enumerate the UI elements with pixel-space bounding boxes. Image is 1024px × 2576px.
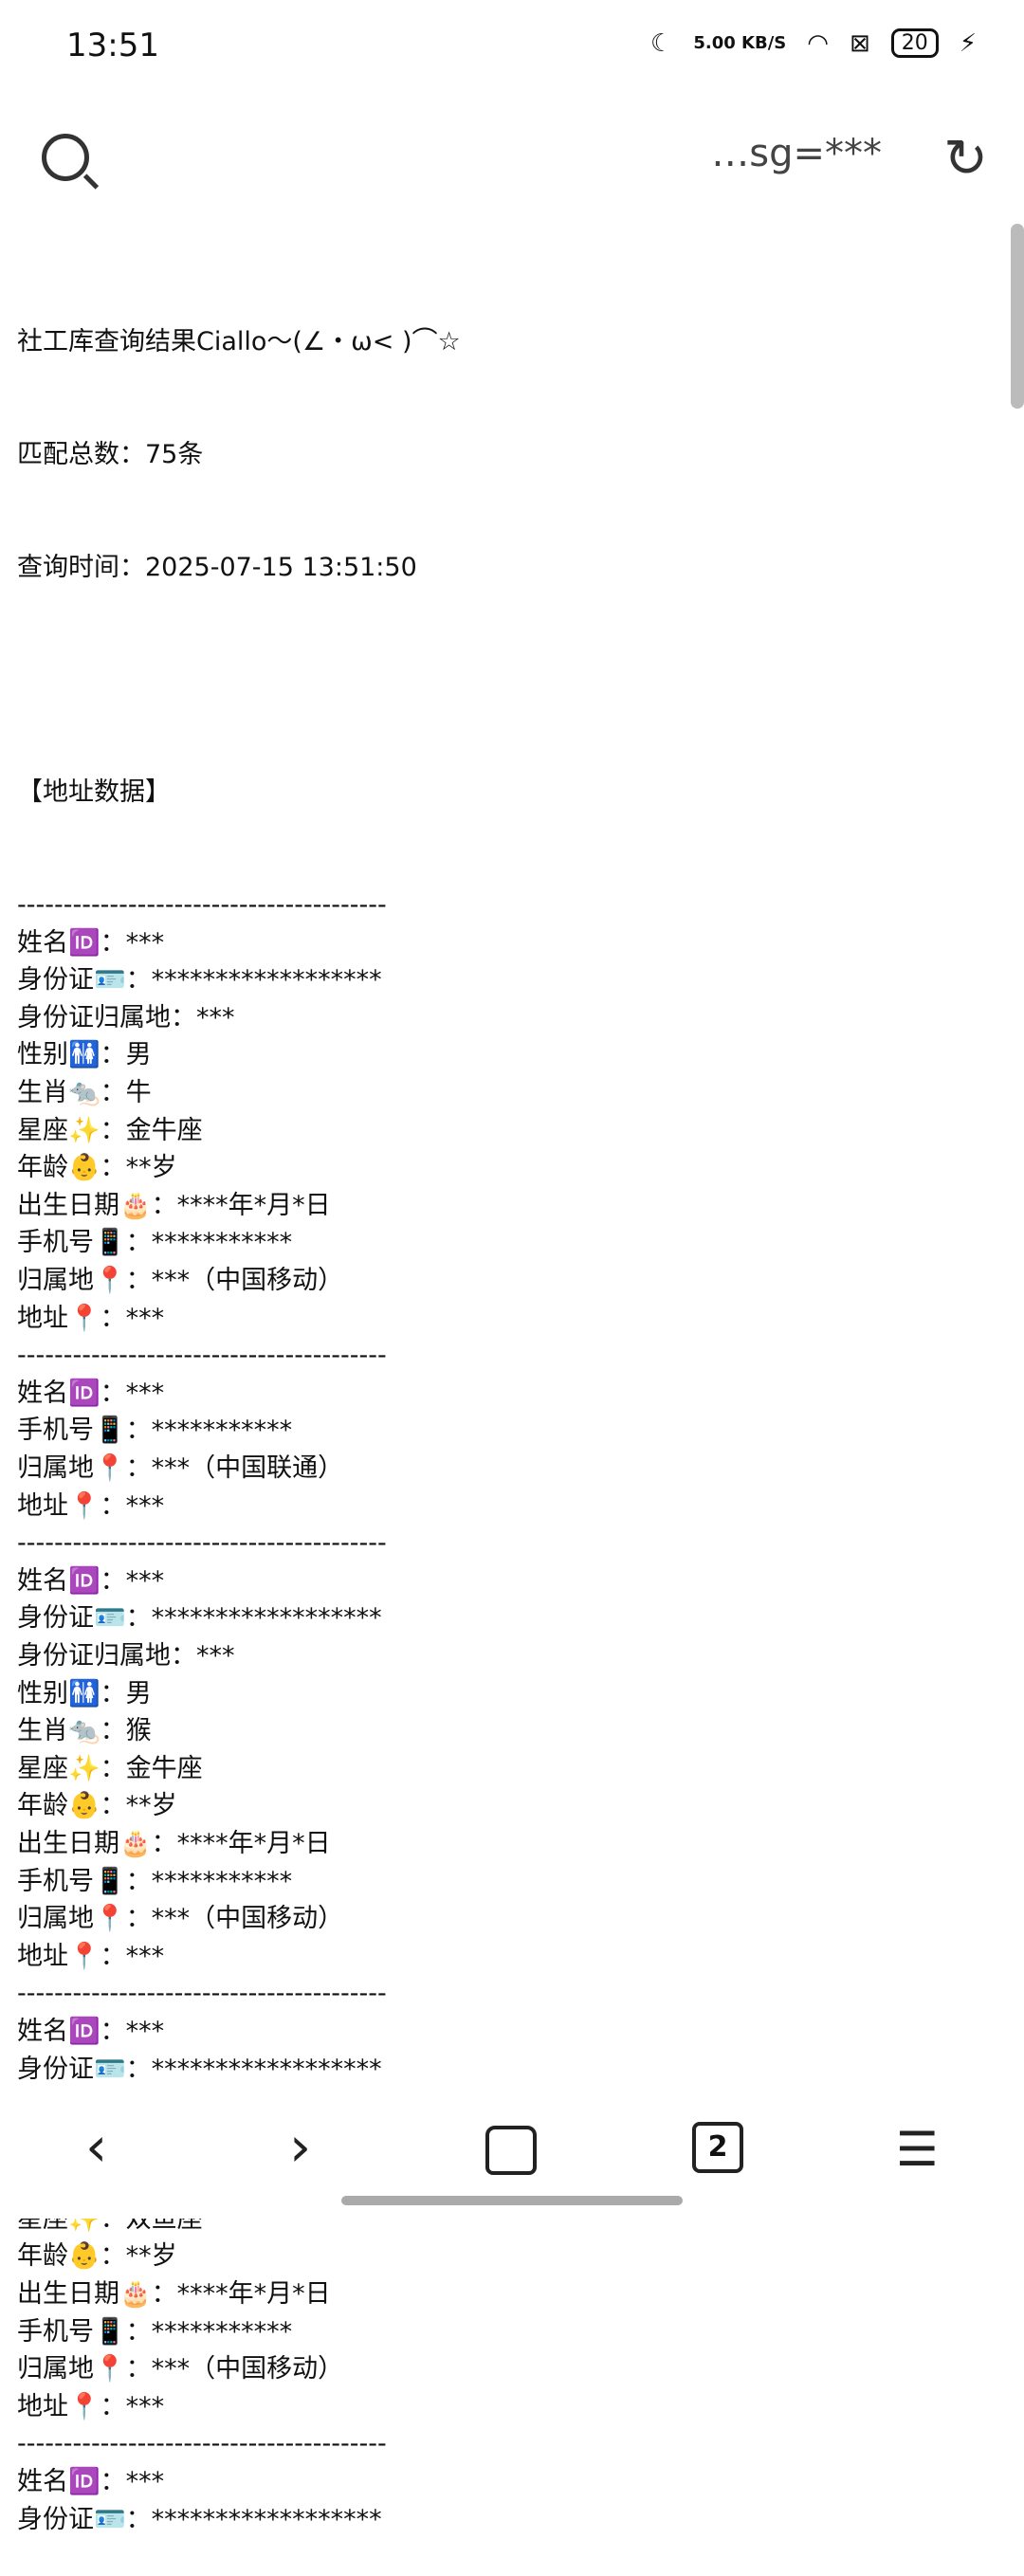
record-field: 姓名🆔：***: [17, 927, 165, 958]
divider: ----------------------------------------: [17, 2429, 387, 2459]
battery-indicator: 20: [890, 28, 939, 58]
home-icon[interactable]: [485, 2126, 537, 2175]
record-field: 性别🚻：男: [17, 1040, 152, 1070]
record-field: 手机号📱：***********: [17, 1416, 293, 1446]
record-field: 地址📍：***: [17, 1941, 165, 1971]
result-title: 社工库查询结果Ciallo～(∠・ω< )⌒☆: [17, 327, 461, 357]
bottom-nav: ‹ › 2 ☰: [0, 2086, 1024, 2219]
address-bar[interactable]: …sg=*** ↻: [0, 119, 1024, 204]
record-field: 归属地📍：***（中国移动）: [17, 1266, 344, 1296]
record-field: 归属地📍：***（中国移动）: [17, 1904, 344, 1934]
record-field: 出生日期🎂：****年*月*日: [17, 2279, 331, 2310]
divider: ----------------------------------------: [17, 890, 387, 921]
record-field: 姓名🆔：***: [17, 1565, 165, 1596]
charging-icon: ⚡: [959, 28, 977, 58]
record-field: 姓名🆔：***: [17, 2467, 165, 2497]
record: 姓名🆔：*** 身份证🪪：****************** 身份证归属地：***…: [17, 1562, 986, 1976]
record-field: 生肖🐀：猴: [17, 1716, 152, 1746]
record: 姓名🆔：*** 身份证🪪：******************: [17, 2463, 986, 2538]
record-field: 手机号📱：***********: [17, 2316, 293, 2347]
divider: ----------------------------------------: [17, 1341, 387, 1371]
record-field: 身份证🪪：******************: [17, 2054, 382, 2084]
match-count: 匹配总数：75条: [17, 439, 204, 469]
record-field: 地址📍：***: [17, 1490, 165, 1521]
tabs-button[interactable]: 2: [692, 2122, 743, 2173]
record-field: 生肖🐀：牛: [17, 1078, 152, 1108]
sim-off-icon: ⊠: [849, 28, 870, 58]
query-time: 查询时间：2025-07-15 13:51:50: [17, 552, 417, 582]
record-field: 星座✨：金牛座: [17, 1115, 203, 1145]
record-field: 身份证🪪：******************: [17, 1603, 382, 1634]
menu-icon[interactable]: ☰: [896, 2122, 939, 2177]
record-field: 身份证🪪：******************: [17, 2504, 382, 2534]
record-field: 身份证归属地：***: [17, 1002, 235, 1032]
divider: ----------------------------------------: [17, 1528, 387, 1559]
reload-icon[interactable]: ↻: [943, 128, 988, 190]
url-text[interactable]: …sg=***: [711, 132, 882, 175]
record-field: 身份证归属地：***: [17, 1640, 235, 1671]
record-field: 年龄👶：**岁: [17, 1791, 177, 1821]
forward-icon[interactable]: ›: [289, 2114, 312, 2179]
status-bar: 13:51 ☾ 5.00 KB/S ◠ ⊠ 20 ⚡: [0, 0, 1024, 95]
record-field: 身份证🪪：******************: [17, 965, 382, 996]
clock: 13:51: [66, 27, 159, 64]
scrollbar[interactable]: [1011, 224, 1024, 409]
record-field: 出生日期🎂：****年*月*日: [17, 1190, 331, 1220]
moon-icon: ☾: [650, 28, 673, 58]
wifi-icon: ◠: [807, 28, 829, 58]
record-field: 归属地📍：***（中国联通）: [17, 1453, 344, 1483]
page-content: 社工库查询结果Ciallo～(∠・ω< )⌒☆ 匹配总数：75条 查询时间：20…: [17, 248, 986, 2576]
record-field: 地址📍：***: [17, 1303, 165, 1333]
back-icon[interactable]: ‹: [85, 2114, 108, 2179]
network-speed: 5.00 KB/S: [693, 33, 787, 53]
record-list: ----------------------------------------…: [17, 886, 986, 2538]
record: 姓名🆔：*** 手机号📱：*********** 归属地📍：***（中国联通） 地址📍…: [17, 1375, 986, 1525]
record-field: 星座✨：金牛座: [17, 1753, 203, 1783]
gesture-bar[interactable]: [341, 2196, 683, 2205]
record-field: 姓名🆔：***: [17, 1378, 165, 1408]
record-field: 归属地📍：***（中国移动）: [17, 2354, 344, 2384]
section-title: 【地址数据】: [17, 777, 171, 808]
record-field: 出生日期🎂：****年*月*日: [17, 1828, 331, 1858]
record-field: 地址📍：***: [17, 2391, 165, 2421]
record-field: 手机号📱：***********: [17, 1866, 293, 1896]
record-field: 性别🚻：男: [17, 1678, 152, 1708]
record: 姓名🆔：***身份证🪪：******************身份证归属地：***…: [17, 2013, 986, 2426]
record-field: 年龄👶：**岁: [17, 2241, 177, 2272]
record: 姓名🆔：*** 身份证🪪：****************** 身份证归属地：***…: [17, 924, 986, 1338]
divider: ----------------------------------------: [17, 1979, 387, 2009]
record-field: 姓名🆔：***: [17, 2016, 165, 2046]
record-field: 手机号📱：***********: [17, 1228, 293, 1258]
search-icon[interactable]: [42, 134, 89, 181]
record-field: 年龄👶：**岁: [17, 1153, 177, 1183]
